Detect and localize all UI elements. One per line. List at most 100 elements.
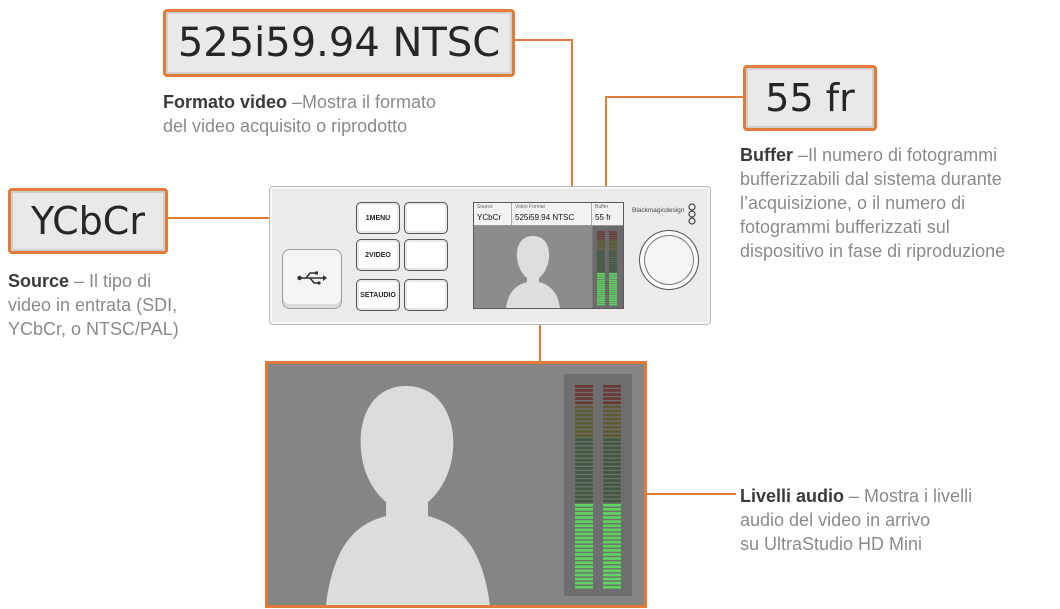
lcd-source-cell: Source YCbCr: [474, 203, 512, 225]
meter-segment: [597, 237, 605, 240]
source-desc-3: YCbCr, o NTSC/PAL): [8, 319, 179, 339]
meter-segment: [609, 270, 617, 273]
meter-segment: [603, 467, 621, 470]
meter-segment: [603, 536, 621, 540]
meter-segment: [609, 286, 617, 288]
audio-levels-description: Livelli audio – Mostra i livelli audio d…: [740, 484, 972, 556]
meter-segment: [603, 557, 621, 560]
meter-segment: [609, 253, 617, 255]
meter-segment: [597, 248, 605, 251]
video-format-desc-2: del video acquisito o riprodotto: [163, 116, 408, 136]
meter-segment: [597, 281, 605, 284]
person-silhouette-icon: [506, 236, 560, 308]
meter-segment: [603, 462, 621, 466]
meter-segment: [609, 237, 617, 240]
video-format-callout: 525i59.94 NTSC: [163, 9, 515, 77]
buffer-desc-3: l’acquisizione, o il numero di: [740, 193, 966, 213]
lcd-format-value: 525i59.94 NTSC: [515, 213, 575, 222]
meter-segment: [609, 303, 617, 306]
meter-segment: [575, 528, 593, 532]
video-format-desc-1: –Mostra il formato: [287, 92, 437, 112]
meter-segment: [597, 277, 605, 279]
search-dial-knob[interactable]: [639, 230, 699, 290]
blank-button-3[interactable]: [404, 279, 448, 311]
meter-segment: [603, 581, 621, 585]
meter-segment: [597, 292, 605, 295]
meter-segment: [575, 532, 593, 536]
audio-button[interactable]: SETAUDIO: [356, 279, 400, 311]
meter-segment: [597, 303, 605, 306]
meter-segment: [603, 446, 621, 450]
meter-segment: [597, 266, 605, 268]
meter-segment: [609, 277, 617, 279]
meter-segment: [597, 290, 605, 293]
usb-port: [282, 249, 342, 309]
meter-segment: [597, 286, 605, 288]
meter-segment: [603, 569, 621, 573]
meter-segment: [575, 499, 593, 503]
meter-segment: [575, 405, 593, 409]
meter-segment: [603, 421, 621, 425]
meter-segment: [603, 512, 621, 515]
meter-segment: [575, 569, 593, 573]
line-format: [509, 39, 573, 210]
meter-segment: [609, 251, 617, 253]
meter-segment: [603, 458, 621, 462]
meter-segment: [603, 516, 621, 519]
meter-segment: [597, 255, 605, 257]
meter-segment: [597, 264, 605, 266]
meter-segment: [575, 413, 593, 417]
meter-segment: [597, 240, 605, 242]
meter-segment: [603, 385, 621, 388]
meter-segment: [575, 393, 593, 396]
meter-segment: [603, 544, 621, 548]
meter-segment: [603, 438, 621, 441]
meter-segment: [575, 385, 593, 388]
meter-segment: [575, 540, 593, 544]
menu-button[interactable]: 1MENU: [356, 202, 400, 234]
meter-segment: [603, 549, 621, 552]
meter-segment: [603, 499, 621, 503]
meter-segment: [603, 450, 621, 454]
meter-segment: [575, 450, 593, 454]
video-button[interactable]: 2VIDEO: [356, 239, 400, 271]
meter-segment: [597, 242, 605, 244]
meter-segment: [609, 292, 617, 295]
meter-segment: [603, 491, 621, 495]
source-value: YCbCr: [31, 199, 145, 243]
meter-segment: [603, 573, 621, 577]
meter-segment: [603, 532, 621, 536]
meter-segment: [575, 495, 593, 499]
audio-levels-desc-1: – Mostra i livelli: [844, 486, 973, 506]
meter-segment: [609, 259, 617, 262]
meter-segment: [603, 475, 621, 478]
audio-level-meters: [564, 374, 632, 596]
meter-segment: [603, 577, 621, 581]
blank-button-1[interactable]: [404, 202, 448, 234]
meter-segment: [575, 549, 593, 552]
meter-segment: [609, 290, 617, 293]
blank-button-2[interactable]: [404, 239, 448, 271]
meter-segment: [603, 503, 621, 507]
buffer-desc-5: dispositivo in fase di riproduzione: [740, 241, 1006, 261]
meter-segment: [597, 253, 605, 255]
meter-segment: [575, 512, 593, 515]
meter-segment: [609, 275, 617, 277]
video-button-label: 2VIDEO: [365, 251, 391, 259]
meter-segment: [609, 235, 617, 238]
buffer-desc-4: fotogrammi bufferizzati sul: [740, 217, 950, 237]
meter-segment: [575, 442, 593, 446]
source-callout: YCbCr: [8, 188, 168, 254]
audio-meter-bars: [575, 385, 621, 589]
meter-segment: [597, 299, 605, 301]
meter-segment: [575, 524, 593, 528]
audio-levels-title: Livelli audio: [740, 486, 845, 506]
meter-segment: [575, 487, 593, 491]
meter-segment: [609, 288, 617, 290]
meter-segment: [609, 295, 617, 297]
meter-segment: [575, 565, 593, 569]
lcd-screen: Source YCbCr Video Format 525i59.94 NTSC…: [473, 202, 624, 309]
meter-segment: [575, 553, 593, 556]
meter-segment: [603, 417, 621, 421]
buffer-callout: 55 fr: [743, 65, 877, 131]
